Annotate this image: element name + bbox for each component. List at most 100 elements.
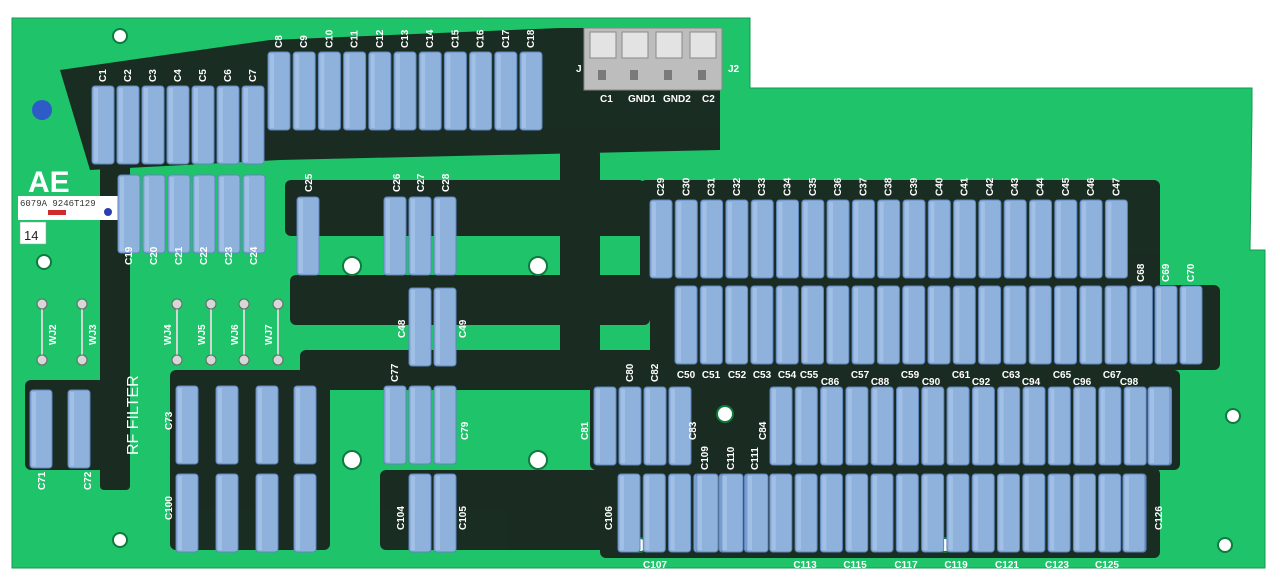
capacitor-label: C42: [985, 177, 996, 196]
jumper-wire: [171, 298, 183, 366]
capacitor-label: C40: [934, 177, 945, 196]
capacitor-label: C49: [458, 319, 469, 338]
capacitor: [699, 285, 723, 365]
capacitor-label: C15: [450, 29, 461, 48]
capacitor: [801, 199, 825, 279]
capacitor: [851, 285, 875, 365]
capacitor: [215, 385, 239, 465]
capacitor-label: C123: [1045, 560, 1069, 571]
capacitor-label: C80: [625, 363, 636, 382]
capacitor: [215, 473, 239, 553]
capacitor: [1003, 199, 1027, 279]
capacitor-label: C45: [1061, 177, 1072, 196]
capacitor: [267, 51, 291, 131]
jumper-label: WJ4: [163, 324, 174, 345]
mounting-hole: [342, 450, 362, 470]
capacitor-label: C8: [274, 35, 285, 48]
capacitor-label: C83: [688, 421, 699, 440]
capacitor-label: C44: [1036, 177, 1047, 196]
capacitor: [175, 385, 199, 465]
capacitor: [649, 199, 673, 279]
capacitor: [927, 285, 951, 365]
capacitor: [618, 386, 642, 466]
capacitor: [801, 285, 824, 365]
capacitor: [870, 473, 894, 553]
capacitor-label: C121: [995, 560, 1019, 571]
capacitor: [851, 199, 875, 279]
mounting-hole: [112, 28, 128, 44]
capacitor: [1098, 386, 1122, 466]
capacitor-label: C48: [397, 319, 408, 338]
capacitor: [750, 285, 774, 365]
capacitor: [1122, 473, 1146, 553]
capacitor: [776, 199, 799, 279]
capacitor: [443, 51, 467, 131]
capacitor-label: C9: [299, 35, 310, 48]
capacitor: [826, 285, 850, 365]
capacitor-label: C52: [728, 370, 747, 381]
capacitor: [896, 386, 919, 466]
capacitor-label: C71: [37, 471, 48, 490]
capacitor: [241, 85, 265, 165]
capacitor-label: C110: [726, 446, 737, 470]
jumper-wire: [238, 298, 250, 366]
capacitor: [952, 285, 976, 365]
capacitor-label: C55: [800, 370, 819, 381]
capacitor-label: C105: [458, 506, 469, 530]
capacitor: [343, 51, 367, 131]
capacitor: [216, 85, 240, 165]
jumper-wire: [76, 298, 88, 366]
capacitor-label: C12: [375, 29, 386, 48]
capacitor-label: C86: [821, 377, 840, 388]
capacitor-label: C53: [753, 370, 772, 381]
capacitor: [494, 51, 518, 131]
capacitor: [769, 473, 793, 553]
capacitor: [617, 473, 641, 553]
capacitor: [117, 174, 141, 254]
capacitor: [668, 473, 692, 553]
capacitor: [1073, 386, 1097, 466]
capacitor-label: C18: [526, 29, 537, 48]
capacitor: [67, 389, 91, 469]
capacitor: [408, 196, 432, 276]
capacitor-label: C126: [1154, 506, 1165, 530]
capacitor-label: C37: [858, 177, 869, 196]
capacitor: [902, 199, 926, 279]
capacitor-label: C59: [901, 370, 920, 381]
capacitor-label: C57: [851, 370, 870, 381]
capacitor-label: C54: [778, 370, 797, 381]
capacitor: [242, 174, 266, 254]
capacitor: [1098, 473, 1122, 553]
capacitor: [946, 473, 970, 553]
capacitor: [775, 285, 799, 365]
capacitor: [1104, 199, 1128, 279]
capacitor-label: C90: [922, 377, 941, 388]
capacitor: [192, 174, 216, 254]
capacitor-label: C10: [324, 29, 335, 48]
capacitor: [383, 196, 407, 276]
capacitor: [674, 285, 698, 365]
capacitor: [408, 287, 432, 367]
capacitor-label: C23: [224, 246, 235, 265]
capacitor-label: C88: [871, 377, 890, 388]
capacitor-label: C73: [164, 411, 175, 430]
capacitor-label: C68: [1136, 263, 1147, 282]
capacitor: [1022, 473, 1046, 553]
capacitor: [433, 473, 457, 553]
rf-filter-title: RF FILTER: [125, 375, 142, 455]
capacitor: [91, 85, 115, 165]
capacitor: [997, 386, 1021, 466]
capacitor-label: C31: [707, 177, 718, 196]
capacitor: [1147, 386, 1171, 466]
capacitor-label: C26: [392, 173, 403, 192]
capacitor: [1029, 199, 1052, 279]
capacitor: [368, 51, 392, 131]
capacitor: [1104, 285, 1128, 365]
capacitor: [1054, 285, 1077, 365]
jumper-label: WJ6: [230, 324, 241, 345]
capacitor: [642, 473, 666, 553]
capacitor: [978, 285, 1002, 365]
capacitor: [725, 285, 749, 365]
capacitor-label: C11: [350, 30, 361, 48]
capacitor-label: C24: [249, 246, 260, 265]
